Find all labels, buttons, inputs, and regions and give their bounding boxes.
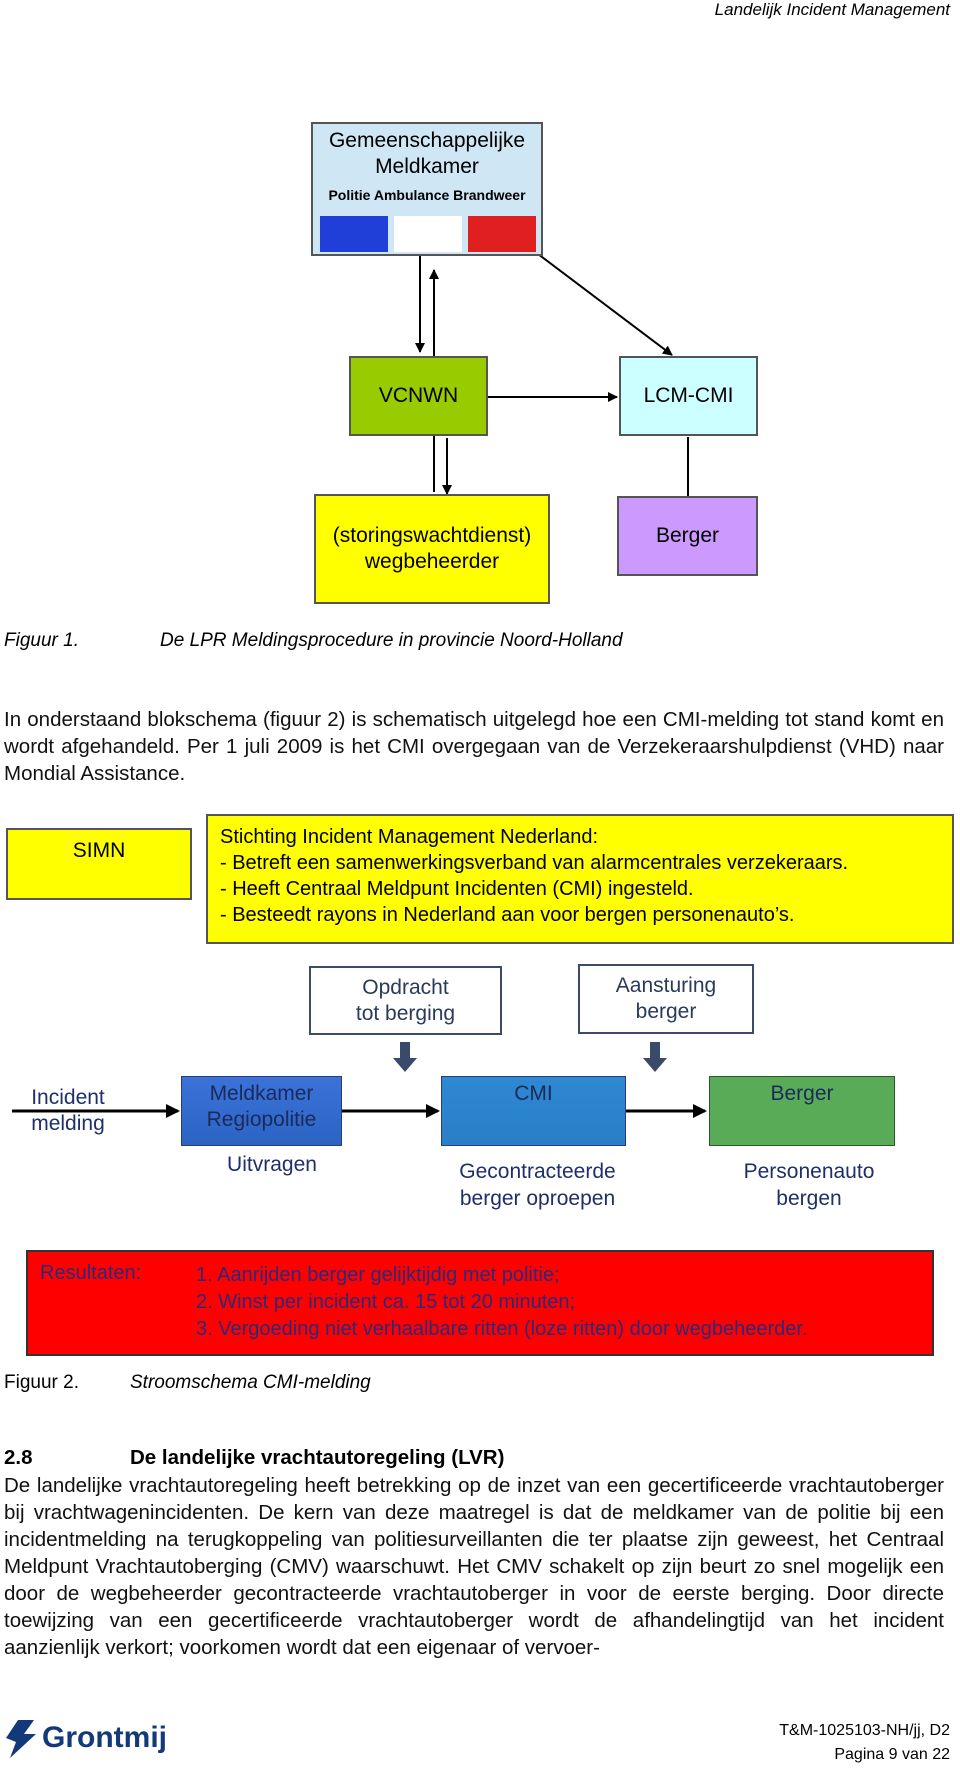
incident-melding-label: Incident melding xyxy=(22,1085,114,1137)
resultaat-2: 2. Winst per incident ca. 15 tot 20 minu… xyxy=(196,1291,576,1313)
meldkamer-line1: Meldkamer xyxy=(209,1082,314,1105)
flag-red xyxy=(468,216,536,252)
lcm-cmi-label: LCM-CMI xyxy=(643,384,734,407)
aansturing-line2: berger xyxy=(635,1000,697,1023)
aansturing-box: Aansturing berger xyxy=(578,964,754,1034)
resultaten-box: Resultaten: 1. Aanrijden berger gelijkti… xyxy=(26,1250,934,1356)
grontmij-logo-text: Grontmij xyxy=(42,1721,167,1754)
simn-desc-line-4: - Besteedt rayons in Nederland aan voor … xyxy=(220,904,795,926)
berger-label: Berger xyxy=(655,524,720,547)
footer-doc-ref: T&M-1025103-NH/jj, D2 xyxy=(779,1722,950,1739)
opdracht-line1: Opdracht xyxy=(362,975,449,999)
simn-box: SIMN xyxy=(6,828,192,900)
wegbeheerder-line1: (storingswachtdienst) xyxy=(332,524,532,547)
flag-blue xyxy=(320,216,388,252)
arrow-aansturing-down xyxy=(643,1042,667,1072)
footer-page-number: Pagina 9 van 22 xyxy=(834,1746,950,1763)
figure1-caption-label: Figuur 1. xyxy=(4,630,79,651)
simn-description-box: Stichting Incident Management Nederland:… xyxy=(206,814,954,944)
opdracht-box: Opdracht tot berging xyxy=(309,966,502,1035)
resultaten-list: 1. Aanrijden berger gelijktijdig met pol… xyxy=(196,1262,808,1343)
grontmij-logo-icon xyxy=(6,1720,36,1758)
uitvragen-label: Uitvragen xyxy=(227,1153,317,1176)
personenauto-label: Personenauto bergen xyxy=(709,1158,909,1212)
figure2-caption-label: Figuur 2. xyxy=(4,1372,79,1393)
opdracht-line2: tot berging xyxy=(355,1001,456,1025)
figure1-caption-text: De LPR Meldingsprocedure in provincie No… xyxy=(160,630,623,651)
arrow-opdracht-down xyxy=(393,1042,417,1072)
gecontracteerde-line1: Gecontracteerde xyxy=(459,1160,616,1183)
vcnwn-box: VCNWN xyxy=(349,356,488,436)
lcm-cmi-box: LCM-CMI xyxy=(619,356,758,436)
meldkamer-subtitle: Politie Ambulance Brandweer xyxy=(328,187,526,203)
simn-desc-line-2: - Betreft een samenwerkingsverband van a… xyxy=(220,852,849,874)
berger-flow-box: Berger xyxy=(709,1076,895,1146)
wegbeheerder-box: (storingswachtdienst) wegbeheerder xyxy=(314,494,550,604)
simn-label: SIMN xyxy=(72,839,126,862)
meldkamer-title: Gemeenschappelijke Meldkamer xyxy=(328,129,526,178)
personenauto-line2: bergen xyxy=(776,1187,842,1210)
gecontracteerde-label: Gecontracteerde berger oproepen xyxy=(441,1158,634,1212)
resultaten-label: Resultaten: xyxy=(40,1262,142,1284)
meldkamer-regiopolitie-box: Meldkamer Regiopolitie xyxy=(181,1076,342,1146)
cmi-label: CMI xyxy=(514,1082,553,1105)
meldkamer-box: Gemeenschappelijke Meldkamer Politie Amb… xyxy=(311,122,543,256)
simn-desc-line-3: - Heeft Centraal Meldpunt Incidenten (CM… xyxy=(220,878,694,900)
section-number: 2.8 xyxy=(4,1446,33,1469)
vcnwn-label: VCNWN xyxy=(378,384,459,407)
berger-flow-label: Berger xyxy=(770,1082,834,1105)
wegbeheerder-line2: wegbeheerder xyxy=(364,550,500,573)
aansturing-line1: Aansturing xyxy=(615,974,717,997)
gecontracteerde-line2: berger oproepen xyxy=(459,1187,616,1210)
section-body: De landelijke vrachtautoregeling heeft b… xyxy=(4,1474,944,1659)
figure2-caption-text: Stroomschema CMI-melding xyxy=(130,1372,371,1393)
simn-desc-line-1: Stichting Incident Management Nederland: xyxy=(220,826,599,848)
meldkamer-line2: Regiopolitie xyxy=(206,1108,317,1131)
berger-box: Berger xyxy=(617,496,758,576)
intro-paragraph: In onderstaand blokschema (figuur 2) is … xyxy=(4,708,944,785)
resultaat-3: 3. Vergoeding niet verhaalbare ritten (l… xyxy=(196,1318,808,1340)
arrow-meldkamer-to-lcm xyxy=(537,253,673,356)
cmi-box: CMI xyxy=(441,1076,626,1146)
running-header: Landelijk Incident Management xyxy=(714,0,950,19)
grontmij-logo: Grontmij xyxy=(4,1716,167,1760)
section-title: De landelijke vrachtautoregeling (LVR) xyxy=(130,1446,505,1469)
flag-white xyxy=(394,216,462,252)
incident-line1: Incident xyxy=(31,1086,105,1109)
incident-line2: melding xyxy=(31,1112,105,1135)
personenauto-line1: Personenauto xyxy=(743,1160,875,1183)
resultaat-1: 1. Aanrijden berger gelijktijdig met pol… xyxy=(196,1264,560,1286)
